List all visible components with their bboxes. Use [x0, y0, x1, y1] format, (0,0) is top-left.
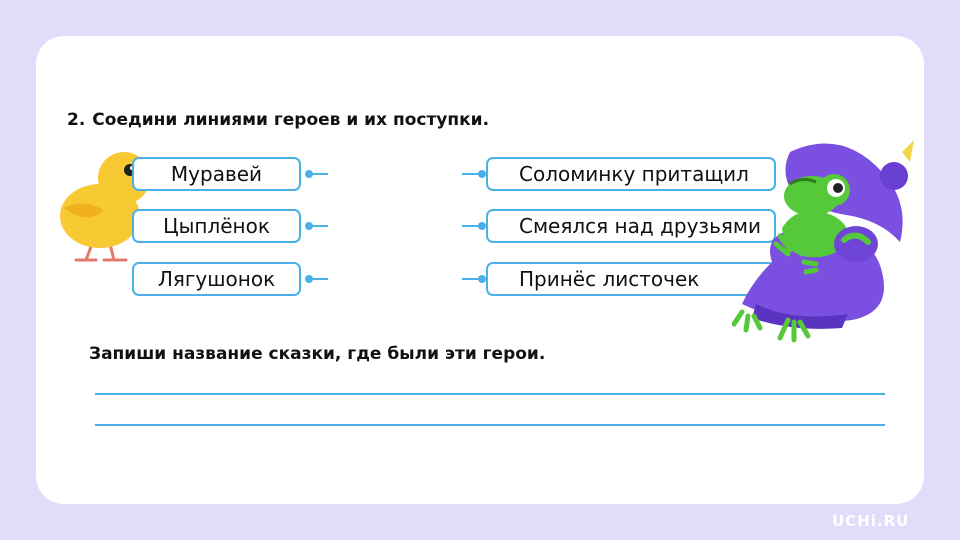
answer-line-1[interactable] — [95, 393, 885, 395]
action-connector-point[interactable] — [462, 274, 486, 284]
task-number: 2. — [67, 110, 86, 130]
answer-line-2[interactable] — [95, 424, 885, 426]
frog-wizard-icon — [732, 140, 914, 343]
action-box-laughed[interactable]: Смеялся над друзьями — [486, 209, 776, 243]
hero-connector-point[interactable] — [305, 221, 329, 231]
hero-box-chick[interactable]: Цыплёнок — [132, 209, 301, 243]
hero-label: Лягушонок — [157, 267, 276, 291]
action-label: Смеялся над друзьями — [519, 214, 761, 238]
hero-connector-point[interactable] — [305, 274, 329, 284]
action-box-leaf[interactable]: Принёс листочек — [486, 262, 776, 296]
action-box-straw[interactable]: Соломинку притащил — [486, 157, 776, 191]
task-instruction-text: Соедини линиями героев и их поступки. — [92, 110, 490, 130]
hero-label: Цыплёнок — [163, 214, 270, 238]
action-label: Принёс листочек — [519, 267, 700, 291]
hero-connector-point[interactable] — [305, 169, 329, 179]
hero-label: Муравей — [170, 162, 263, 186]
hero-box-frog[interactable]: Лягушонок — [132, 262, 301, 296]
task-instruction: 2. Соедини линиями героев и их поступки. — [67, 110, 489, 130]
action-label: Соломинку притащил — [519, 162, 749, 186]
action-connector-point[interactable] — [462, 169, 486, 179]
uchi-logo: UCHi.RU — [832, 512, 910, 530]
write-instruction: Запиши название сказки, где были эти гер… — [89, 344, 546, 364]
action-connector-point[interactable] — [462, 221, 486, 231]
hero-box-ant[interactable]: Муравей — [132, 157, 301, 191]
